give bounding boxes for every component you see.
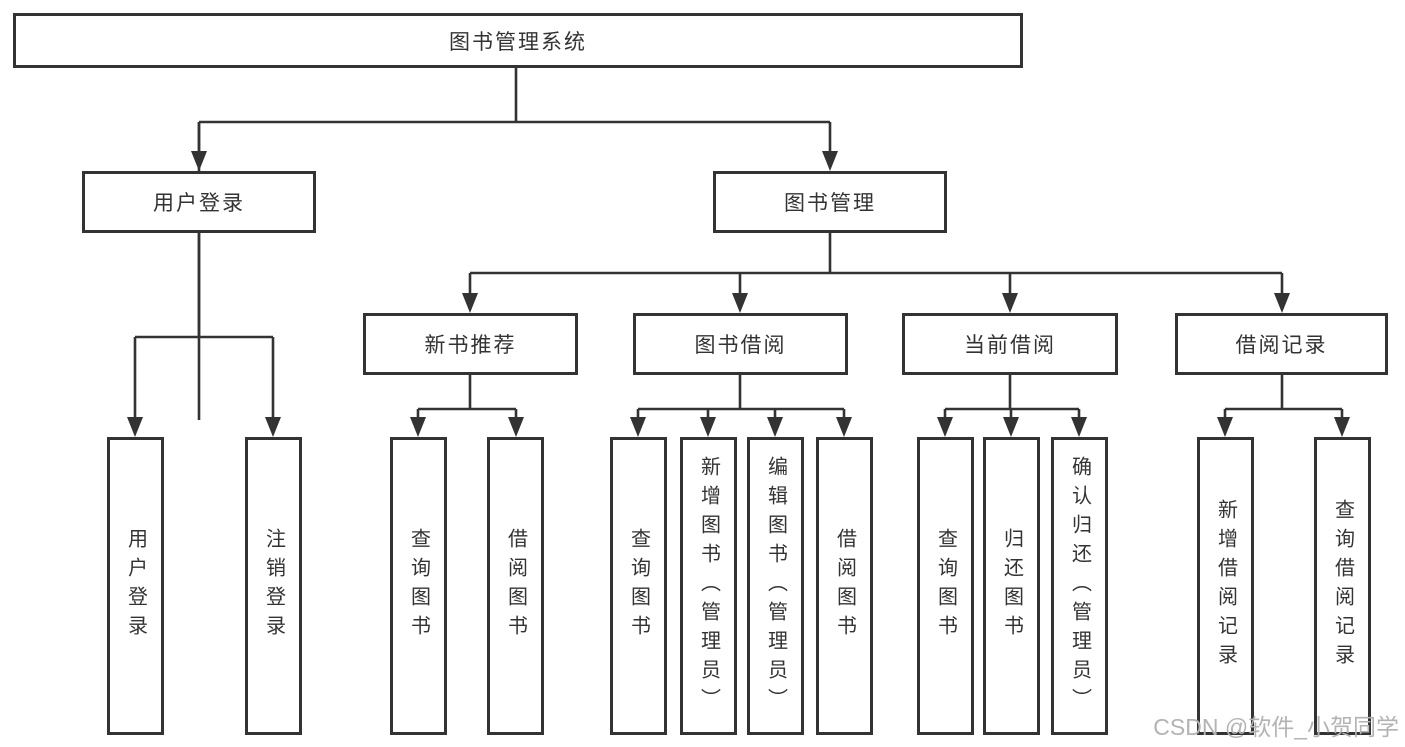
connector-current-borrow-children [943, 374, 1081, 422]
node-user-login: 用户登录 [82, 171, 316, 233]
arrowhead-bb-borrow [836, 417, 852, 437]
leaf-bb-edit-book-admin: 编辑图书（管理员） [747, 437, 804, 735]
leaf-cb-return-book-label: 归还图书 [1000, 528, 1023, 644]
arrowhead-cb-return [1003, 417, 1019, 437]
leaf-nb-borrow-book: 借阅图书 [487, 437, 544, 735]
node-current-borrow-label: 当前借阅 [964, 334, 1056, 357]
arrowhead-br-query [1334, 417, 1350, 437]
node-new-book-recommend-label: 新书推荐 [424, 334, 517, 357]
leaf-user-login: 用户登录 [107, 437, 164, 735]
leaf-bb-edit-book-admin-label: 编辑图书（管理员） [764, 455, 787, 717]
leaf-user-login-label: 用户登录 [124, 528, 147, 644]
arrowhead-nb-borrow [508, 417, 524, 437]
leaf-br-add-record: 新增借阅记录 [1197, 437, 1254, 735]
leaf-bb-borrow-book: 借阅图书 [816, 437, 873, 735]
leaf-cb-query-book-label: 查询图书 [934, 528, 957, 644]
leaf-bb-add-book-admin: 新增图书（管理员） [680, 437, 737, 735]
connector-borrow-record-children [1223, 374, 1344, 422]
leaf-br-query-record: 查询借阅记录 [1314, 437, 1371, 735]
arrowhead-leaf-user-login [127, 417, 143, 437]
connector-new-book-children [416, 374, 518, 422]
connector-book-borrow-children [636, 374, 846, 422]
arrowhead-bb-edit [767, 417, 783, 437]
node-current-borrow: 当前借阅 [902, 313, 1118, 375]
leaf-cb-confirm-return-admin-label: 确认归还（管理员） [1068, 455, 1091, 717]
leaf-logout-login-label: 注销登录 [262, 528, 285, 644]
node-root-system: 图书管理系统 [13, 13, 1023, 68]
leaf-cb-return-book: 归还图书 [983, 437, 1040, 735]
leaf-bb-borrow-book-label: 借阅图书 [833, 528, 856, 644]
arrowhead-cb-confirm [1071, 417, 1087, 437]
arrowhead-nb-query [410, 417, 426, 437]
arrowhead-bb-query [630, 417, 646, 437]
arrowhead-leaf-logout [265, 417, 281, 437]
leaf-br-query-record-label: 查询借阅记录 [1331, 499, 1354, 673]
arrowhead-new-book [462, 293, 478, 313]
leaf-nb-query-book-label: 查询图书 [407, 528, 430, 644]
node-book-borrow-label: 图书借阅 [694, 334, 787, 357]
arrowhead-user-login [191, 151, 207, 171]
node-borrow-record-label: 借阅记录 [1235, 334, 1328, 357]
arrowhead-borrow-record [1274, 293, 1290, 313]
node-book-management: 图书管理 [713, 171, 947, 233]
node-book-borrow: 图书借阅 [633, 313, 848, 375]
node-borrow-record: 借阅记录 [1175, 313, 1388, 375]
leaf-logout-login: 注销登录 [245, 437, 302, 735]
arrowhead-book-borrow [732, 293, 748, 313]
node-book-management-label: 图书管理 [784, 192, 876, 215]
node-new-book-recommend: 新书推荐 [363, 313, 578, 375]
connector-root-to-level2 [197, 68, 832, 420]
connector-book-mgmt-children [468, 232, 1284, 298]
leaf-bb-query-book: 查询图书 [610, 437, 667, 735]
node-user-login-label: 用户登录 [153, 192, 245, 215]
leaf-bb-add-book-admin-label: 新增图书（管理员） [697, 455, 720, 717]
leaf-cb-confirm-return-admin: 确认归还（管理员） [1051, 437, 1108, 735]
leaf-br-add-record-label: 新增借阅记录 [1214, 499, 1237, 673]
arrowhead-cb-query [937, 417, 953, 437]
leaf-nb-query-book: 查询图书 [390, 437, 447, 735]
arrowhead-bb-add [700, 417, 716, 437]
connector-user-login-children [133, 232, 275, 422]
node-root-system-label: 图书管理系统 [449, 30, 587, 54]
leaf-nb-borrow-book-label: 借阅图书 [504, 528, 527, 644]
arrowhead-br-add [1217, 417, 1233, 437]
csdn-watermark: CSDN @软件_小贺同学 [1153, 714, 1399, 740]
leaf-cb-query-book: 查询图书 [917, 437, 974, 735]
leaf-bb-query-book-label: 查询图书 [627, 528, 650, 644]
arrowhead-book-mgmt [822, 151, 838, 171]
arrowhead-current-borrow [1002, 293, 1018, 313]
